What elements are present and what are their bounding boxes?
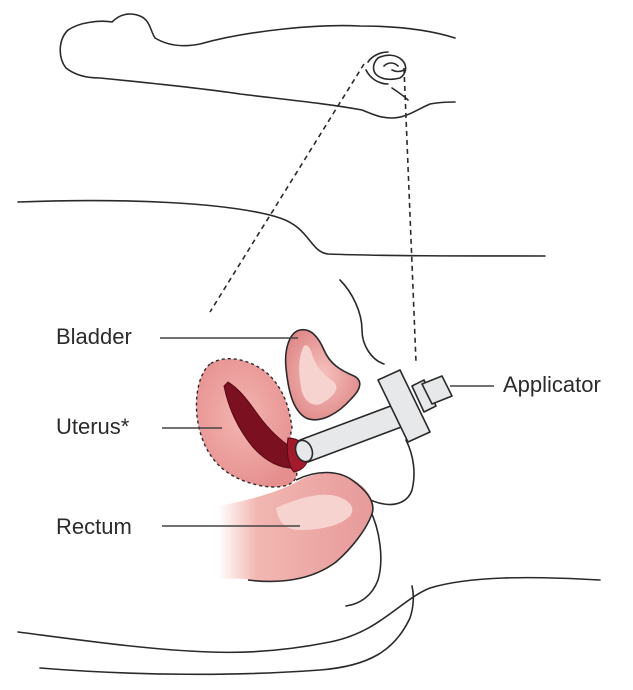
reclining-figure-icon [60, 14, 455, 118]
bladder-organ [286, 330, 360, 420]
rectum-organ [218, 473, 373, 582]
uterus-label: Uterus* [56, 416, 129, 438]
pelvis-outline [340, 280, 384, 364]
figure-outline [60, 14, 455, 118]
back-line [18, 578, 600, 653]
zoom-line-left [210, 64, 364, 312]
zoom-lines [210, 64, 416, 362]
lower-back-line [40, 586, 413, 674]
figure-pelvis-outline [374, 55, 406, 79]
applicator-label: Applicator [503, 374, 601, 396]
bladder-label: Bladder [56, 326, 132, 348]
rectum-label: Rectum [56, 516, 132, 538]
abdomen-line [18, 201, 545, 256]
